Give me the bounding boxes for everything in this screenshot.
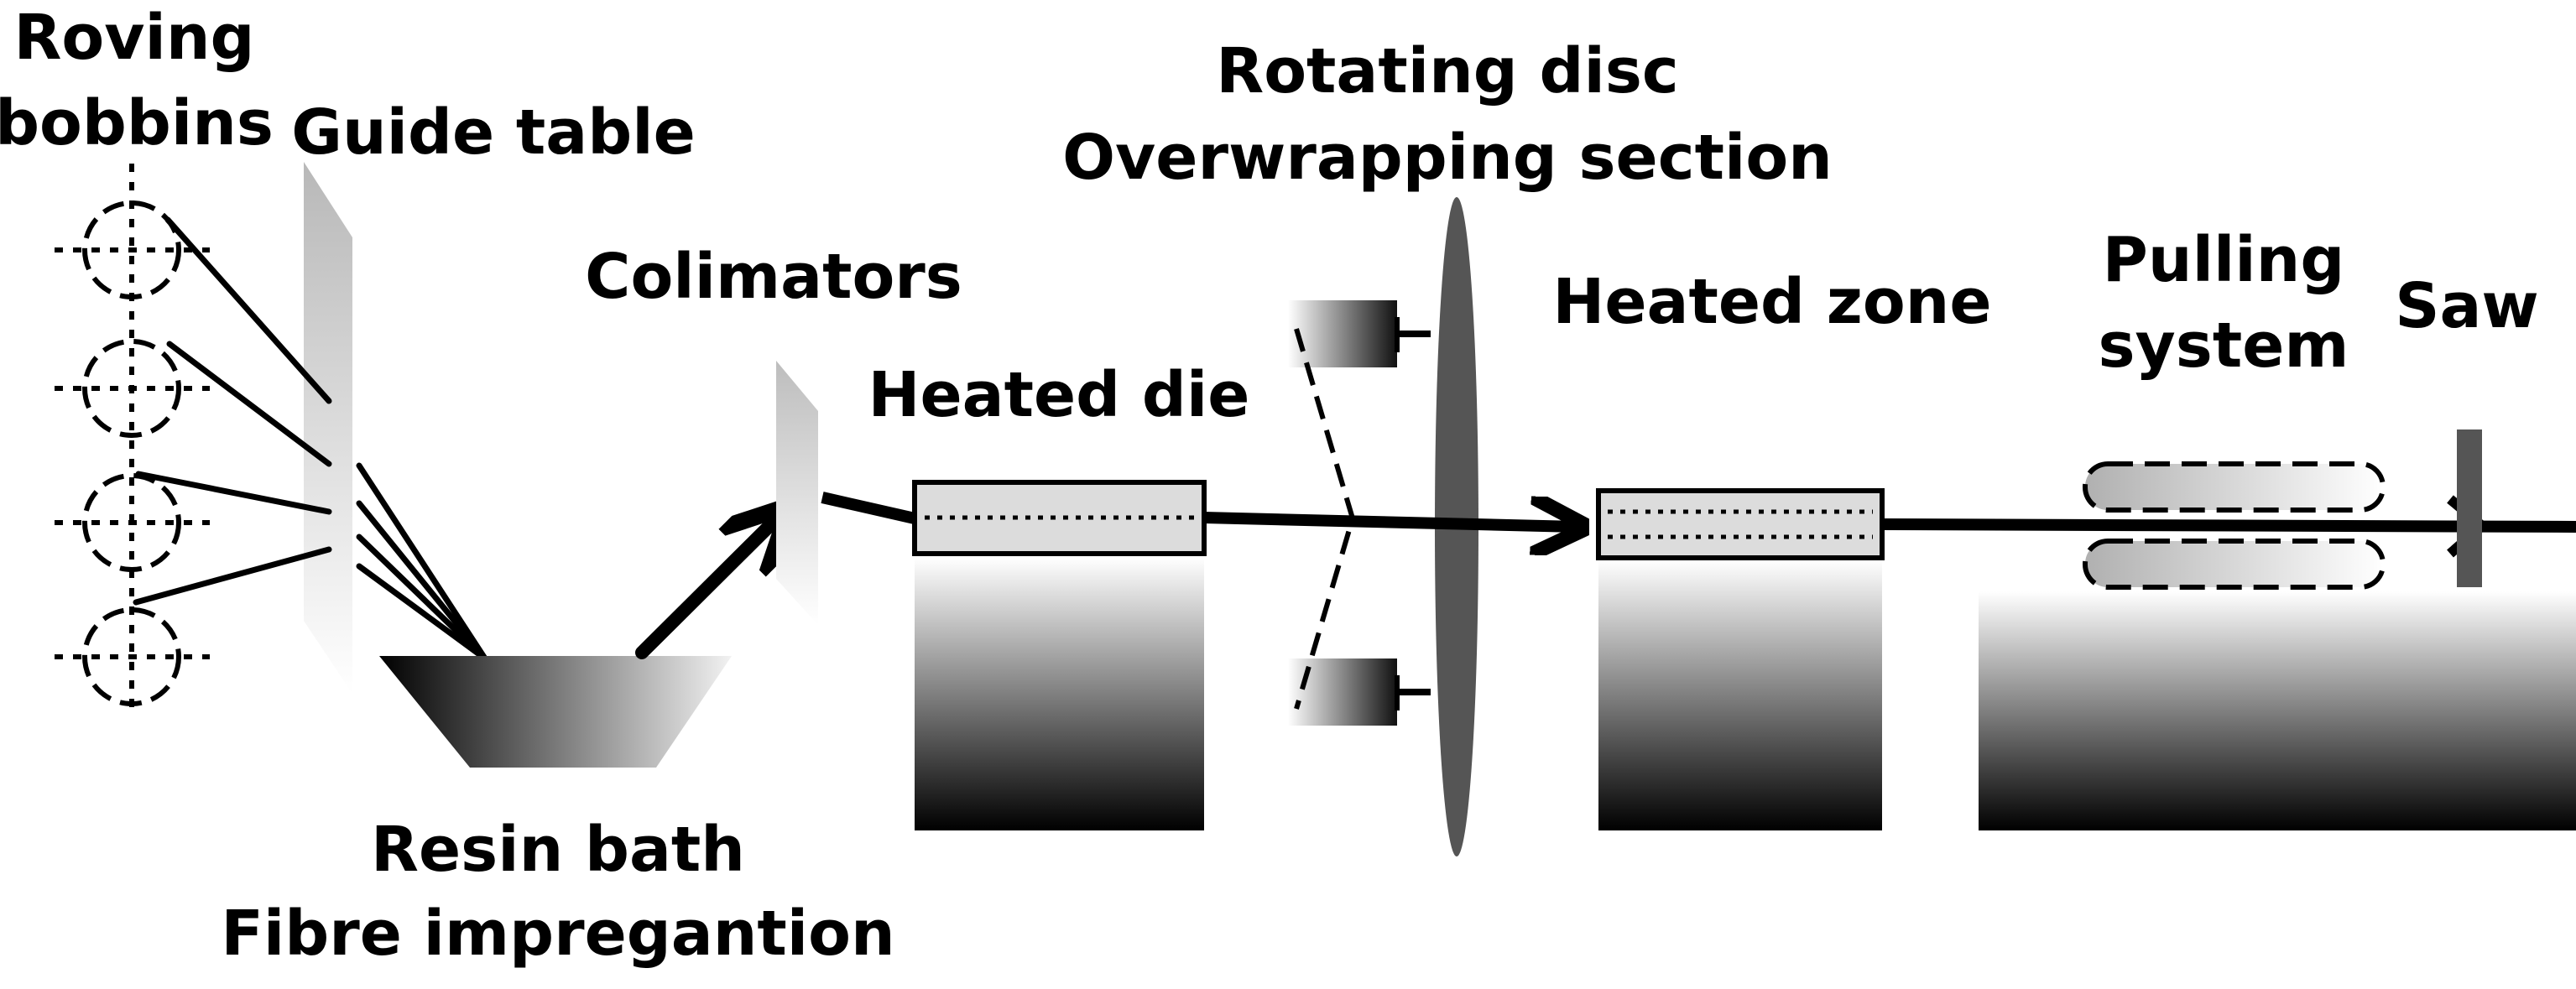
- heated-zone: [1596, 488, 1885, 560]
- saw-blade: [2457, 429, 2482, 587]
- profile-line-2: [1203, 518, 1577, 527]
- resin-bath: [379, 656, 732, 768]
- wrap-head-bottom: [1288, 658, 1397, 726]
- roving-bobbins: [55, 164, 210, 717]
- bobbin-1: [55, 200, 210, 299]
- pulling-roller-bottom: [2083, 539, 2386, 590]
- label-resin-bath: Resin bath: [371, 814, 745, 886]
- fibre-strands: [133, 216, 488, 662]
- label-rotating-disc: Rotating disc: [1216, 35, 1679, 107]
- label-overwrapping-section: Overwrapping section: [1062, 122, 1833, 194]
- label-saw: Saw: [2395, 270, 2539, 342]
- wrap-head-top: [1288, 300, 1397, 367]
- profile-line-1: [821, 492, 916, 524]
- label-colimators: Colimators: [585, 241, 962, 313]
- bobbin-3: [55, 473, 210, 572]
- label-heated-die: Heated die: [868, 359, 1250, 431]
- label-pulling-2: system: [2099, 310, 2349, 382]
- pulling-system-base: [1979, 591, 2576, 830]
- colimator: [776, 361, 818, 625]
- bobbin-4: [55, 607, 210, 706]
- bobbin-2: [55, 339, 210, 438]
- heated-die: [912, 480, 1207, 556]
- heated-die-base: [915, 558, 1204, 830]
- label-roving-bobbins-2: bobbins: [0, 87, 274, 159]
- flow-arrow-bath-to-colimator: [635, 515, 780, 659]
- label-heated-zone: Heated zone: [1552, 266, 1991, 338]
- label-pulling-1: Pulling: [2103, 224, 2345, 296]
- label-fibre-impregnation: Fibre impregantion: [221, 898, 894, 970]
- heated-zone-base: [1598, 560, 1882, 830]
- guide-table: [304, 162, 352, 694]
- pulling-roller-top: [2083, 461, 2386, 513]
- label-guide-table: Guide table: [291, 96, 696, 169]
- overwrapping-section: [1288, 300, 1431, 726]
- label-roving-bobbins-1: Roving: [13, 2, 254, 74]
